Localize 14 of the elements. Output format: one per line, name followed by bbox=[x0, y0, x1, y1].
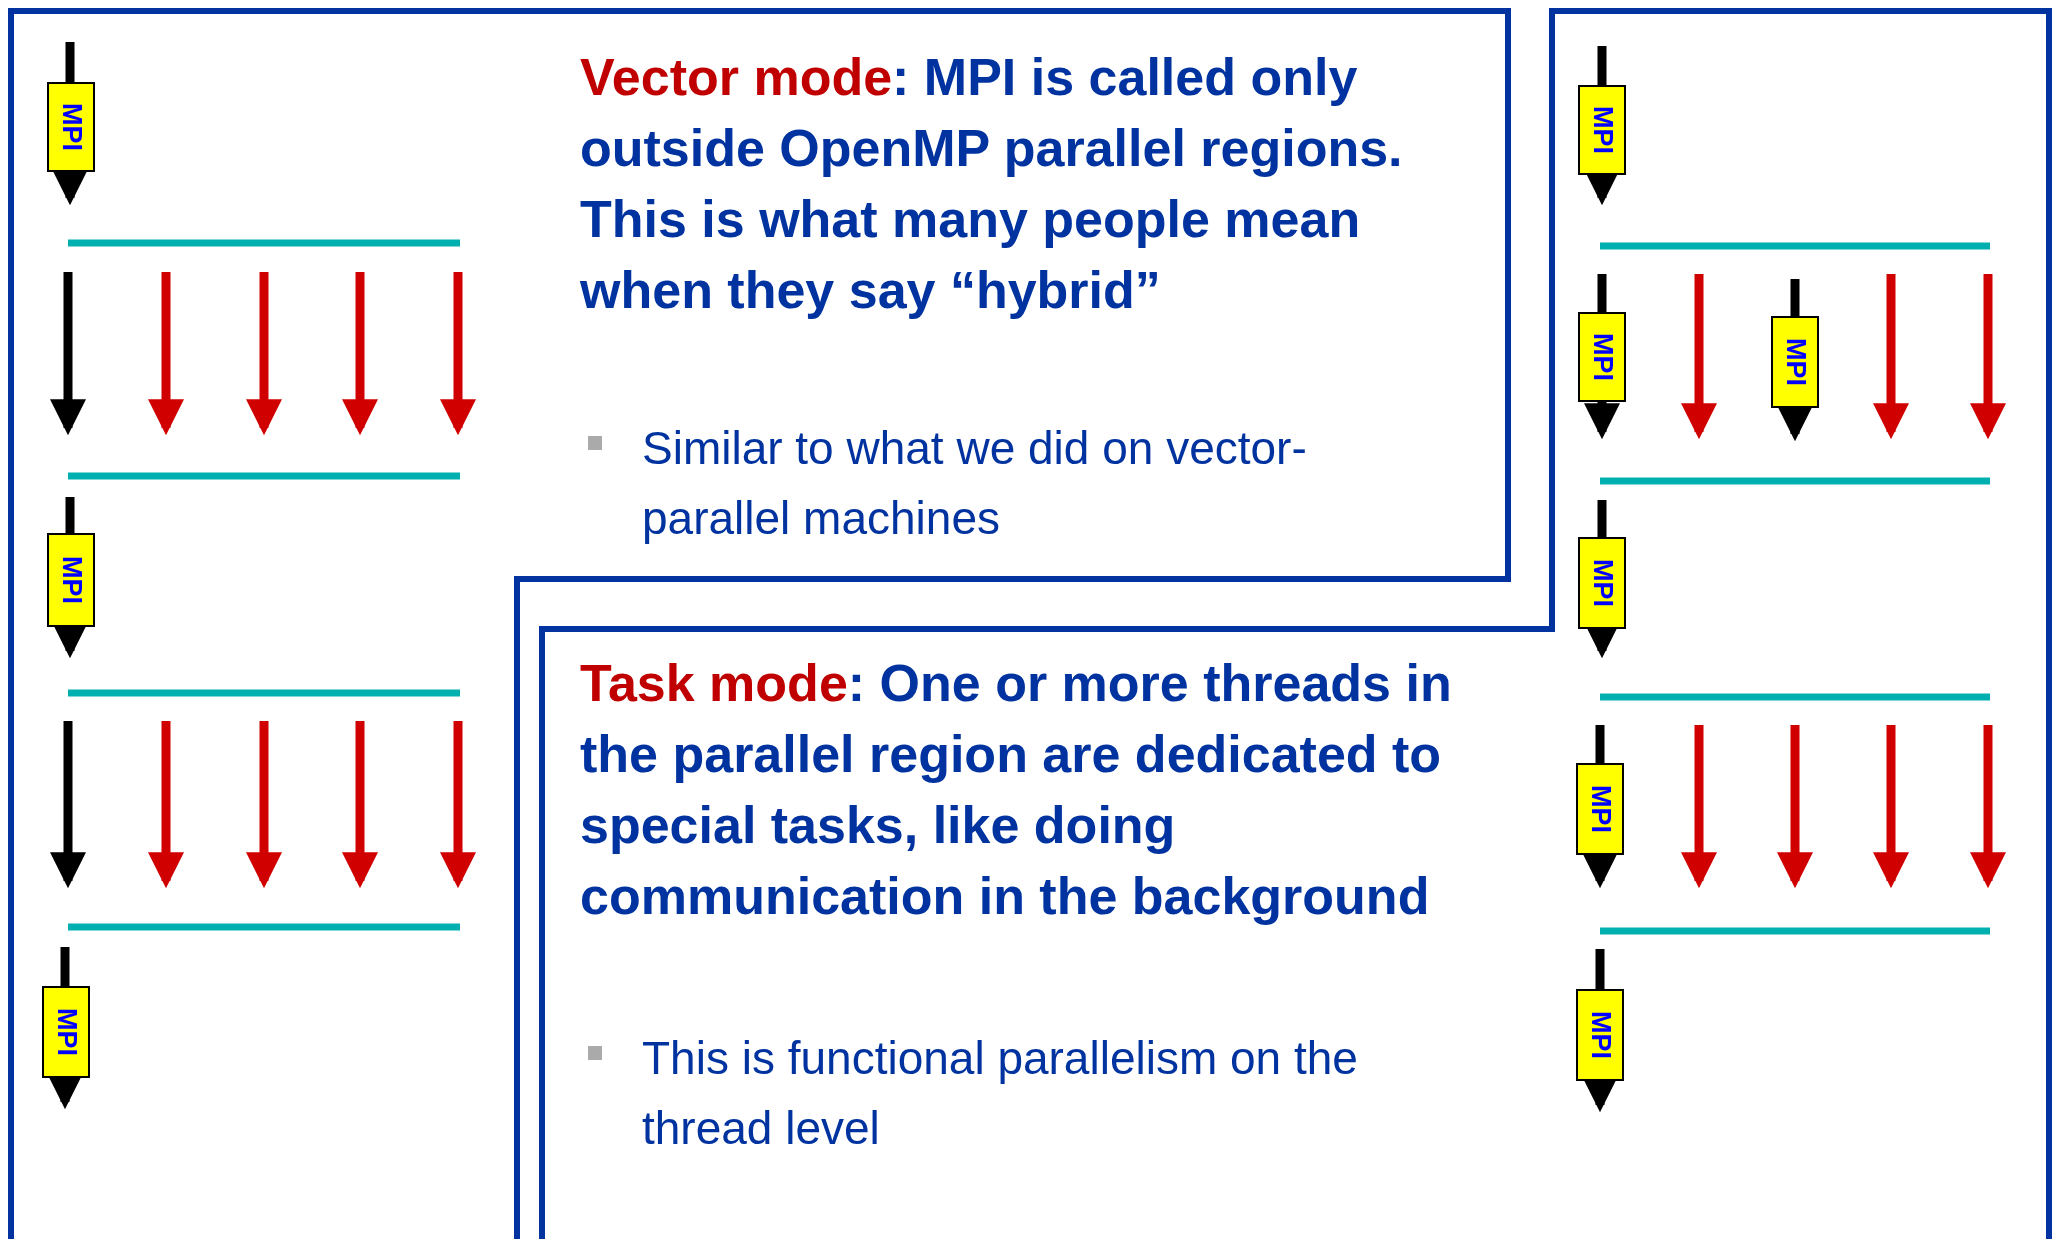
mpi-box: MPI bbox=[1578, 537, 1626, 629]
heading-text: Task mode: One or more threads in the parallel region are dedicated to special tasks, like doing communication in the background bbox=[580, 653, 1453, 927]
mpi-box: MPI bbox=[1576, 763, 1624, 855]
panel-outline bbox=[8, 8, 1514, 1239]
mpi-box: MPI bbox=[1578, 312, 1626, 402]
mpi-box: MPI bbox=[1578, 85, 1626, 175]
mpi-box: MPI bbox=[47, 82, 95, 172]
heading-text: Vector mode: MPI is called only outside OpenMP parallel regions. This is what many people mean when they say “hybrid” bbox=[580, 47, 1404, 321]
mpi-box: MPI bbox=[1576, 989, 1624, 1081]
bullet-text: This is functional parallelism on the thread level bbox=[642, 1031, 1359, 1156]
mpi-box: MPI bbox=[47, 533, 95, 627]
mpi-box: MPI bbox=[42, 986, 90, 1078]
bullet-text: Similar to what we did on vector-parallel machines bbox=[642, 421, 1308, 546]
mpi-box: MPI bbox=[1771, 316, 1819, 408]
